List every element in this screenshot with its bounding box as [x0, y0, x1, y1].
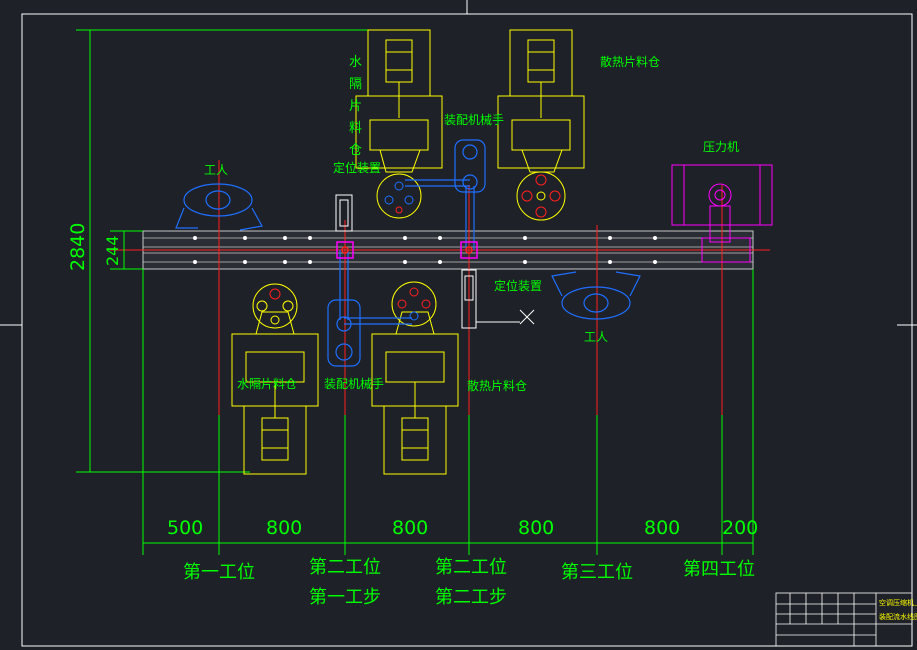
track-bolt [193, 260, 197, 264]
station-2a-step: 第一工步 [309, 587, 381, 608]
station-2a-label: 第二工位 [309, 557, 381, 578]
track-bolt [403, 236, 407, 240]
title-block [775, 592, 913, 647]
title-block-line1: 空调压缩机上盖装配线 [879, 598, 917, 607]
station-4-label: 第四工位 [683, 559, 755, 580]
track-bolt [653, 260, 657, 264]
worker-icon [175, 183, 263, 231]
heat-sink-bin-top [497, 29, 585, 221]
dim-spacing: 200 [722, 517, 758, 539]
cylinder-icon [527, 39, 555, 118]
assembly-arm-bottom [327, 250, 412, 367]
dim-spacing: 800 [392, 517, 428, 539]
track-bolts [193, 236, 657, 264]
track-bolt [608, 236, 612, 240]
label-water-bin-top: 水隔片料仓 [349, 55, 362, 158]
dim-spacing: 800 [266, 517, 302, 539]
dimension-values: 500 800 800 800 800 200 [167, 517, 758, 539]
label-water-bin-bottom: 水隔片料仓 [237, 377, 297, 391]
callout-labels: 水隔片料仓 散热片料仓 装配机械手 定位装置 工人 压力机 水隔片料仓 装配机械… [204, 54, 739, 393]
station-labels: 第一工位 第二工位 第一工步 第二工位 第二工步 第三工位 第四工位 [183, 557, 755, 608]
track-bolt [243, 260, 247, 264]
label-heat-bin-bottom: 散热片料仓 [467, 378, 527, 393]
station-2b-label: 第二工位 [435, 557, 507, 578]
label-positioner-top: 定位装置 [333, 160, 381, 175]
horizontal-dimensions [142, 269, 754, 555]
assembly-arm-top [405, 139, 486, 250]
track-bolt [653, 236, 657, 240]
title-block-line2: 装配流水线图 [879, 612, 917, 621]
water-spacer-bin-top [355, 29, 443, 219]
dim-spacing: 800 [518, 517, 554, 539]
track-bolt [438, 236, 442, 240]
positioner-bottom [461, 269, 535, 329]
label-positioner-bottom: 定位装置 [494, 278, 542, 293]
track-bolt [523, 236, 527, 240]
heat-sink-bin-bottom [371, 281, 459, 475]
track-workpieces [336, 241, 478, 259]
label-heat-bin-top: 散热片料仓 [600, 54, 660, 69]
positioner-top [335, 194, 353, 232]
label-assembly-arm-bottom: 装配机械手 [324, 376, 384, 391]
track-bolt [308, 260, 312, 264]
water-spacer-bin-bottom [231, 283, 319, 475]
press-icon [671, 164, 773, 263]
cylinder-icon [261, 382, 289, 461]
track-bolt [243, 236, 247, 240]
worker-icon [551, 271, 641, 320]
station-2b-step: 第二工步 [435, 587, 507, 608]
label-worker-right: 工人 [584, 330, 608, 344]
track-bolt [283, 236, 287, 240]
label-assembly-arm-top: 装配机械手 [444, 112, 504, 127]
label-press: 压力机 [703, 140, 739, 154]
dim-spacing: 500 [167, 517, 203, 539]
cylinder-icon [385, 39, 413, 118]
track-bolt [523, 260, 527, 264]
station-3-label: 第三工位 [561, 562, 633, 583]
track-bolt [438, 260, 442, 264]
track-bolt [283, 260, 287, 264]
dim-spacing: 800 [644, 517, 680, 539]
track-bolt [608, 260, 612, 264]
station-1-label: 第一工位 [183, 562, 255, 583]
label-worker-left: 工人 [204, 163, 228, 177]
dim-track-height: 244 [103, 235, 122, 266]
cylinder-icon [401, 382, 429, 461]
track-bolt [193, 236, 197, 240]
track-bolt [308, 236, 312, 240]
dim-total-height: 2840 [67, 223, 89, 271]
track-bolt [403, 260, 407, 264]
vertical-dimensions [76, 29, 380, 473]
